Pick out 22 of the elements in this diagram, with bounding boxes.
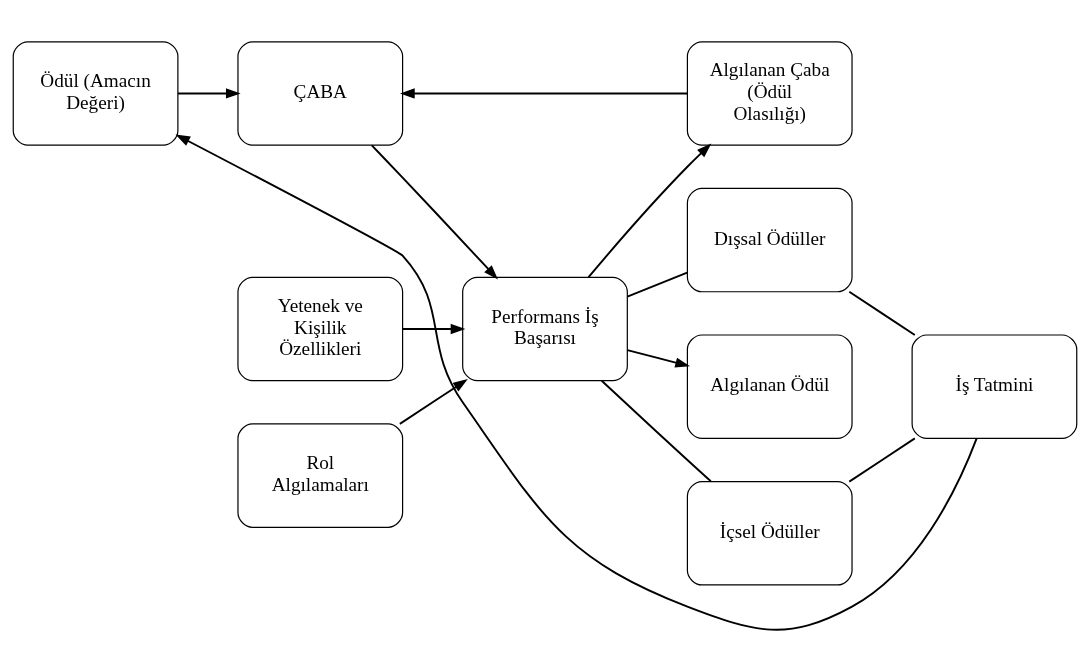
connector bbox=[626, 271, 689, 297]
arrow bbox=[587, 143, 712, 278]
arrow bbox=[175, 133, 978, 631]
node-box: İş Tatmini bbox=[911, 333, 1078, 439]
node-box: Rol Algılamaları bbox=[237, 422, 404, 528]
arrow bbox=[177, 87, 241, 99]
connector bbox=[848, 290, 916, 336]
connector bbox=[848, 436, 916, 483]
node-box: Algılanan Çaba (Ödül Olasılığı) bbox=[686, 40, 853, 146]
node-box: Dışsal Ödüller bbox=[686, 187, 853, 292]
connector bbox=[600, 379, 712, 482]
arrow bbox=[400, 87, 689, 99]
node-box: Algılanan Ödül bbox=[686, 333, 853, 439]
arrow bbox=[398, 378, 468, 425]
arrow bbox=[401, 323, 466, 334]
node-box: Ödül (Amacın Değeri) bbox=[12, 40, 179, 146]
node-box: Performans İş Başarısı bbox=[462, 276, 628, 381]
node-box: ÇABA bbox=[237, 40, 404, 146]
arrow bbox=[370, 143, 498, 279]
node-box: İçsel Ödüller bbox=[686, 480, 853, 586]
arrow bbox=[626, 348, 690, 368]
node-box: Yetenek ve Kişilik Özellikleri bbox=[237, 276, 404, 381]
